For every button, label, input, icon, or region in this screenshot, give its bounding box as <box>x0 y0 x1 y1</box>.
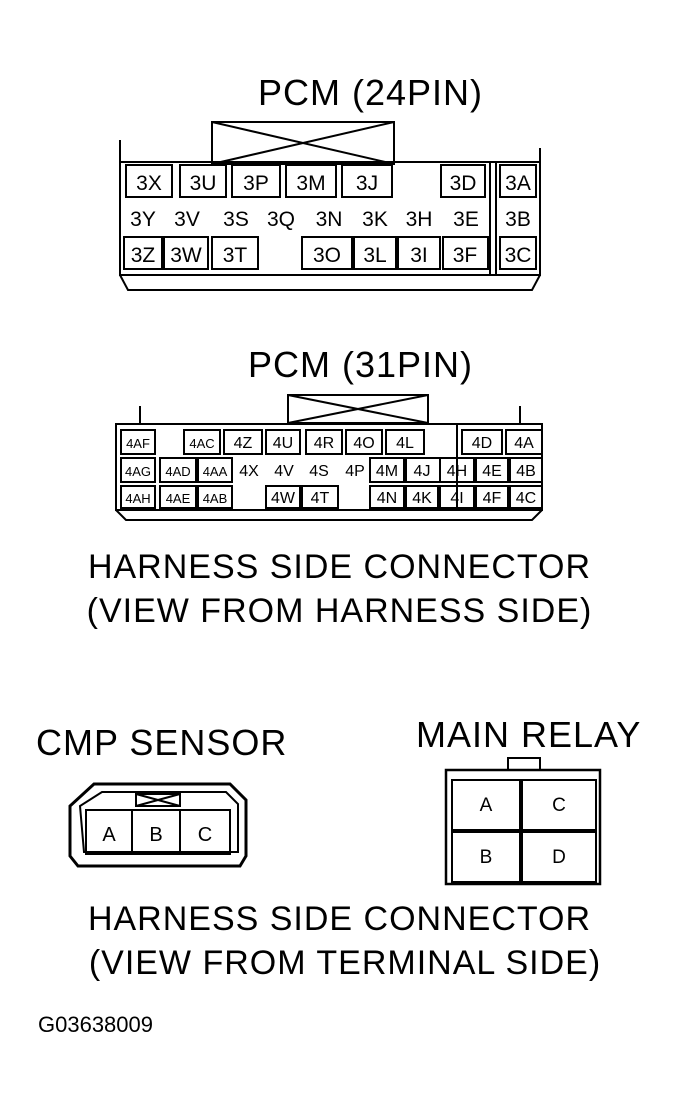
pin-label-3d: 3D <box>450 172 477 195</box>
pin-label-4b: 4B <box>516 463 536 480</box>
pin-label-3a: 3A <box>505 172 531 195</box>
pin-label-3m: 3M <box>296 172 325 195</box>
pin-label-3y: 3Y <box>130 208 156 231</box>
pin-label-3c: 3C <box>505 244 532 267</box>
pin-label-4k: 4K <box>412 490 432 507</box>
pin-labels: 3X 3U 3P 3M 3J 3D 3A 3Y 3V 3S 3Q 3N 3K 3H 3E 3B 3Z 3W 3T 3O… <box>102 172 566 868</box>
pin-label-4z: 4Z <box>234 435 253 452</box>
terminal-caption-line2: (VIEW FROM TERMINAL SIDE) <box>88 944 602 982</box>
pin-label-4ag: 4AG <box>125 464 151 479</box>
pcm24-title: PCM (24PIN) <box>258 72 484 113</box>
pin-label-4h: 4H <box>447 463 467 480</box>
pin-label-4l: 4L <box>396 435 414 452</box>
pin-label-4o: 4O <box>353 435 374 452</box>
pin-label-3l: 3L <box>363 244 386 267</box>
pin-label-4e: 4E <box>482 463 502 480</box>
pin-label-4a: 4A <box>514 435 534 452</box>
pin-label-4s: 4S <box>309 463 329 480</box>
pcm31-row3 <box>120 485 543 509</box>
pin-label-3f: 3F <box>453 244 478 267</box>
pin-label-4t: 4T <box>311 490 330 507</box>
cmp-pin-b: B <box>149 824 162 846</box>
pin-label-4x: 4X <box>239 463 259 480</box>
pin-label-4p: 4P <box>345 463 365 480</box>
pin-label-4v: 4V <box>274 463 294 480</box>
pcm31-title: PCM (31PIN) <box>248 344 474 385</box>
main-relay-connector <box>444 757 602 886</box>
pin-label-4m: 4M <box>376 463 398 480</box>
pcm31-connector <box>115 394 543 521</box>
pin-label-3n: 3N <box>316 208 343 231</box>
pin-label-3s: 3S <box>223 208 249 231</box>
pcm31-row2 <box>120 457 543 483</box>
pin-label-4w: 4W <box>271 490 296 507</box>
pin-label-4ad: 4AD <box>165 464 190 479</box>
pin-label-4d: 4D <box>472 435 492 452</box>
pin-label-4f: 4F <box>483 490 502 507</box>
pin-label-4aa: 4AA <box>203 464 228 479</box>
relay-pin-c: C <box>552 795 566 816</box>
pin-label-3u: 3U <box>190 172 217 195</box>
terminal-caption-line1: HARNESS SIDE CONNECTOR <box>87 900 592 938</box>
cmp-pin-c: C <box>198 824 212 846</box>
pin-label-3w: 3W <box>170 244 202 267</box>
pin-label-4ab: 4AB <box>203 491 228 506</box>
pin-label-3z: 3Z <box>131 244 156 267</box>
pin-label-3p: 3P <box>243 172 269 195</box>
pin-label-4ac: 4AC <box>189 436 214 451</box>
pcm24-row3 <box>123 236 537 270</box>
harness-caption-line2: (VIEW FROM HARNESS SIDE) <box>86 592 593 630</box>
relay-pin-a: A <box>480 795 493 816</box>
pin-label-4ah: 4AH <box>125 491 150 506</box>
pin-label-3q: 3Q <box>267 208 295 231</box>
pin-label-4i: 4I <box>450 490 463 507</box>
pcm31-row1 <box>120 429 543 455</box>
pin-label-3h: 3H <box>406 208 433 231</box>
pin-label-3v: 3V <box>174 208 200 231</box>
cmp-pin-a: A <box>102 824 116 846</box>
cmp-sensor-connector <box>68 782 248 868</box>
pin-label-4r: 4R <box>314 435 334 452</box>
pin-label-4j: 4J <box>414 463 431 480</box>
pin-label-3b: 3B <box>505 208 531 231</box>
relay-pin-b: B <box>480 847 493 868</box>
pin-label-4n: 4N <box>377 490 397 507</box>
pin-label-3k: 3K <box>362 208 388 231</box>
relay-pin-d: D <box>552 847 566 868</box>
pin-label-3o: 3O <box>313 244 341 267</box>
pin-label-3j: 3J <box>356 172 378 195</box>
pin-label-4c: 4C <box>516 490 536 507</box>
figure-code: G03638009 <box>38 1012 153 1037</box>
cmp-sensor-title: CMP SENSOR <box>36 722 288 763</box>
pin-label-3x: 3X <box>136 172 162 195</box>
pin-label-3e: 3E <box>453 208 479 231</box>
main-relay-title: MAIN RELAY <box>416 714 642 755</box>
pcm24-connector <box>119 121 541 291</box>
pin-label-3i: 3I <box>410 244 428 267</box>
pin-label-4u: 4U <box>273 435 293 452</box>
pin-label-4ae: 4AE <box>166 491 191 506</box>
pcm24-row1 <box>125 164 537 198</box>
harness-caption-line1: HARNESS SIDE CONNECTOR <box>87 548 592 586</box>
pin-label-4af: 4AF <box>126 436 150 451</box>
pin-label-3t: 3T <box>223 244 248 267</box>
